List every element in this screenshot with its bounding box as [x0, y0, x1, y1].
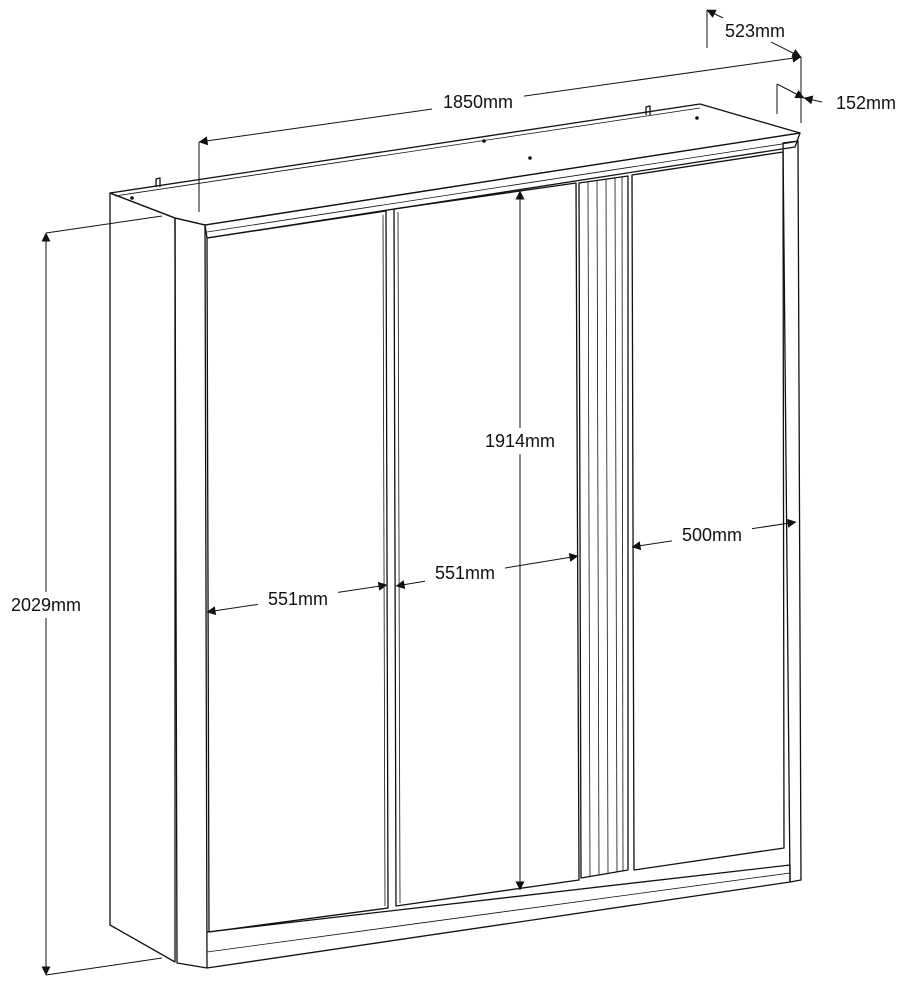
screw-hole: [130, 196, 134, 200]
dimension-labels: 1850mm 523mm 152mm 2029mm 1914mm 551mm 5…: [2, 18, 896, 618]
door-left-width-label: 551mm: [268, 589, 328, 609]
top-panel: [109, 103, 801, 226]
left-front-post: [174, 217, 208, 969]
plinth-label: 152mm: [836, 93, 896, 113]
right-front-post: [782, 140, 802, 883]
door-right-width-label: 500mm: [682, 525, 742, 545]
plinth-dimension-arrow-b: [803, 95, 823, 105]
width-label: 1850mm: [443, 92, 513, 112]
left-side-panel: [109, 192, 176, 963]
bracket-right: [645, 105, 651, 115]
top-front-edge: [204, 132, 801, 239]
door-height-label: 1914mm: [485, 431, 555, 451]
depth-label: 523mm: [725, 21, 785, 41]
screw-hole: [528, 156, 532, 160]
dimension-lines: [41, 9, 823, 976]
bracket-left: [155, 177, 161, 187]
plinth-dimension-arrow-a: [776, 83, 805, 99]
bottom-plinth: [206, 864, 791, 969]
door-middle: [393, 182, 580, 907]
door-middle-width-label: 551mm: [435, 563, 495, 583]
fluted-panel: [578, 175, 629, 879]
door-right: [631, 151, 785, 871]
screw-hole: [695, 116, 699, 120]
total-height-label: 2029mm: [11, 595, 81, 615]
screw-hole: [482, 139, 486, 143]
door-left: [206, 210, 389, 933]
